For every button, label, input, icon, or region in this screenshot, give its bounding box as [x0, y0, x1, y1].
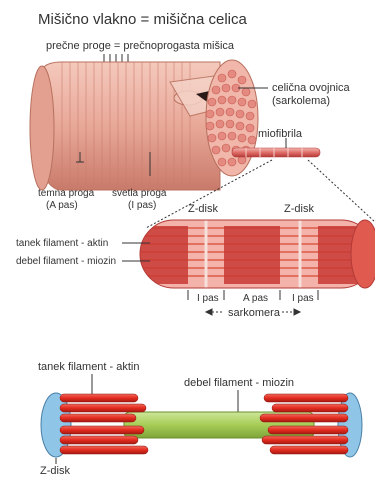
- membrane-label-line1: celična ovojnica: [272, 82, 351, 94]
- band-i-left-label: I pas: [197, 293, 219, 304]
- sarcomere-label: sarkomera: [228, 307, 281, 319]
- myofibril-enlarged: [140, 220, 375, 288]
- sarcomere-model: [41, 393, 362, 457]
- page-title: Mišično vlakno = mišična celica: [38, 11, 247, 28]
- muscle-fiber: [30, 62, 222, 190]
- bottom-zdisk-label: Z-disk: [40, 465, 70, 477]
- band-i-right-label: I pas: [292, 293, 314, 304]
- striations-label: prečne proge = prečnoprogasta mišica: [46, 40, 235, 52]
- bottom-thick-filament-label: debel filament - miozin: [184, 377, 294, 389]
- fiber-cross-section: [206, 60, 258, 176]
- light-band-label-line2: (I pas): [128, 200, 156, 211]
- dark-band-label-line1: temna proga: [38, 188, 95, 199]
- thick-filament-label: debel filament - miozin: [16, 256, 116, 267]
- zdisk-label-left: Z-disk: [188, 203, 218, 215]
- myofibril-label: miofibrila: [258, 128, 303, 140]
- thin-filament-label: tanek filament - aktin: [16, 238, 108, 249]
- dark-band-label-line2: (A pas): [46, 200, 78, 211]
- light-band-label-line1: svetla proga: [112, 188, 167, 199]
- band-a-label: A pas: [243, 293, 268, 304]
- membrane-label-line2: (sarkolema): [272, 95, 330, 107]
- myofibril-strand: [232, 148, 320, 157]
- zdisk-label-right: Z-disk: [284, 203, 314, 215]
- bottom-thin-filament-label: tanek filament - aktin: [38, 361, 140, 373]
